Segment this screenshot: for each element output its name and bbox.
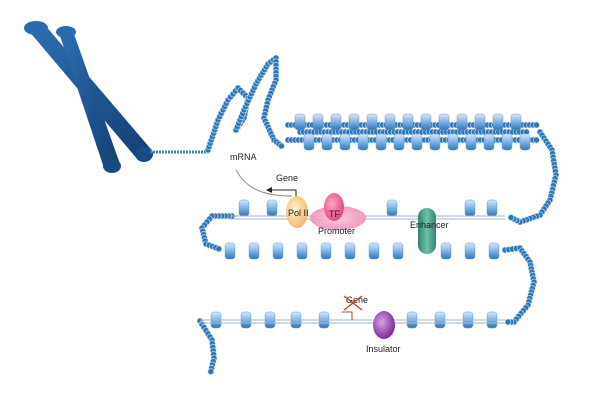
mrna-label: mRNA (230, 152, 257, 162)
fiber-bead (507, 214, 515, 221)
insulator-protein (373, 311, 395, 339)
promoter-label: Promoter (318, 226, 355, 236)
nucleosome (266, 199, 278, 217)
nucleosome (392, 242, 404, 260)
pol2-label: Pol II (288, 208, 309, 218)
x-mark-icon (343, 295, 363, 311)
nucleosome (248, 242, 260, 260)
enhancer-label: Enhancer (410, 220, 449, 230)
nucleosome (348, 113, 360, 131)
mrna-strand (235, 169, 293, 197)
tf-label: TF (329, 209, 340, 219)
nucleosome (375, 133, 387, 151)
nucleosome (344, 242, 356, 260)
dna-linker (200, 215, 505, 324)
nucleosome (303, 133, 315, 151)
nucleosome (321, 133, 333, 151)
insulator-label: Insulator (366, 344, 401, 354)
nucleosome (501, 133, 513, 151)
pol2-complex (286, 196, 308, 228)
nucleosome (366, 113, 378, 131)
nucleosome (488, 242, 500, 260)
nucleosome (296, 242, 308, 260)
nucleosome (456, 113, 468, 131)
nucleosome-rows (210, 113, 531, 329)
nucleosome (320, 242, 332, 260)
nucleosome (238, 199, 250, 217)
nucleosome (393, 133, 405, 151)
arrowhead-icon (266, 187, 272, 193)
nucleosome (330, 113, 342, 131)
nucleosome (438, 113, 450, 131)
nucleosome (312, 113, 324, 131)
nucleosome (440, 242, 452, 260)
nucleosome (464, 199, 476, 217)
chromosome-icon (24, 21, 153, 173)
nucleosome (483, 133, 495, 151)
nucleosome (429, 133, 441, 151)
nucleosome (465, 133, 477, 151)
nucleosome (357, 133, 369, 151)
nucleosome (464, 242, 476, 260)
fiber-bead (215, 245, 223, 253)
nucleosome (510, 113, 522, 131)
nucleosome (384, 113, 396, 131)
nucleosome (294, 113, 306, 131)
nucleosome (368, 242, 380, 260)
fiber-bead (504, 318, 512, 326)
nucleosome (447, 133, 459, 151)
nucleosome (474, 113, 486, 131)
gene-label: Gene (276, 173, 298, 183)
nucleosome (519, 133, 531, 151)
fiber-bead (278, 142, 285, 150)
silenced-arrow-icon (342, 311, 353, 320)
fiber-bead (533, 136, 540, 144)
nucleosome (339, 133, 351, 151)
nucleosome (411, 133, 423, 151)
transcription-start-arrow-icon (272, 189, 297, 198)
tf-protein (324, 193, 344, 221)
enhancer-protein (418, 208, 436, 254)
nucleosome (492, 113, 504, 131)
nucleosome (420, 113, 432, 131)
fiber-bead (533, 121, 540, 129)
nucleosome (386, 199, 398, 217)
nucleosome (272, 242, 284, 260)
nucleosome (402, 113, 414, 131)
nucleosome (486, 199, 498, 217)
fiber-bead (207, 368, 215, 375)
nucleosome (224, 242, 236, 260)
